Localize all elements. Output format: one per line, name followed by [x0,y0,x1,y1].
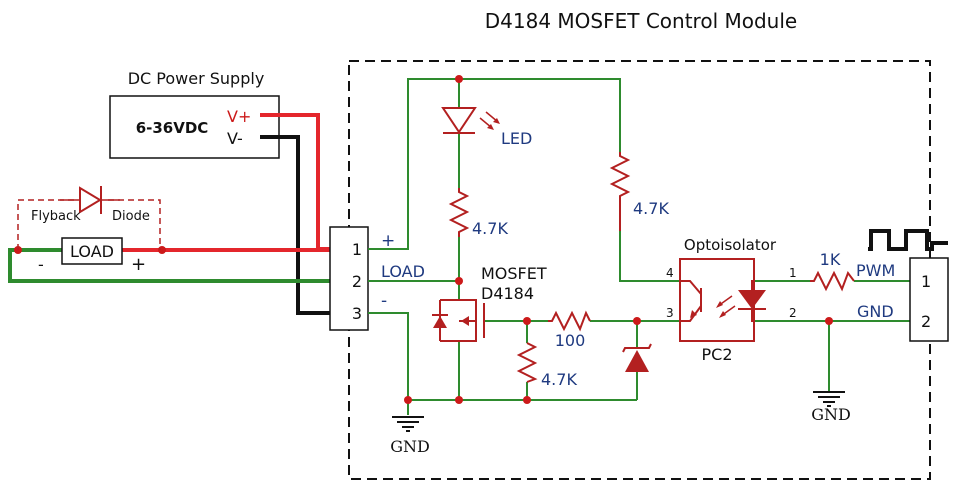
left-terminal-pin-1: 1 [352,240,362,259]
resistor-input-value: 1K [820,250,841,269]
diagram-title: D4184 MOSFET Control Module [485,9,797,33]
node [404,396,412,404]
load-box [61,237,123,265]
right-terminal-block [909,257,949,342]
power-supply-neg-label: V- [227,129,243,148]
diode-label: Diode [112,209,150,224]
node [825,317,833,325]
pwm-label: PWM [856,261,895,280]
node [523,317,531,325]
node [455,75,463,83]
load-minus: - [38,255,44,274]
left-terminal-pin-2: 2 [352,272,362,291]
right-terminal-pin-2: 2 [921,312,931,331]
ground-left-icon [392,416,424,432]
load-plus: + [131,254,146,275]
left-terminal-pin-3: 3 [352,304,362,323]
internal-wiring [368,78,910,415]
optoisolator-box [679,258,755,342]
node [158,246,166,254]
resistor-led-value: 4.7K [472,219,508,238]
resistor-input-icon [810,270,855,292]
load-label: LOAD [70,242,114,261]
zener-diode-icon [622,343,652,372]
pwm-waveform-icon [868,229,948,251]
resistor-opto-value: 4.7K [633,199,669,218]
mosfet-arrow-icon [461,316,469,326]
resistor-gate-icon [548,310,591,332]
led-label: LED [501,129,532,148]
phototransistor-arrow-icon [690,310,697,318]
opto-pin-2: 2 [789,306,797,320]
phototransistor-icon [680,280,702,322]
power-supply-voltage: 6-36VDC [136,119,209,137]
optoisolator-title: Optoisolator [684,236,777,254]
resistor-pulldown-value: 4.7K [541,370,577,389]
pin-label-load: LOAD [381,262,425,281]
pin-label-minus: - [381,291,387,311]
opto-led-icon [716,280,766,322]
opto-pin-1: 1 [789,266,797,280]
wire-green-load [8,248,345,283]
power-supply-title: DC Power Supply [128,69,265,88]
gnd-input-label: GND [857,302,894,321]
resistor-opto-icon [609,152,631,231]
wire-black-negative [260,135,345,315]
led-icon [441,107,500,134]
resistor-led-icon [448,188,470,237]
node [633,317,641,325]
left-terminal-block [329,226,369,331]
opto-pin-4: 4 [666,266,674,280]
flyback-label: Flyback [31,209,81,224]
mosfet-part: D4184 [481,284,534,303]
ground-left-label: GND [390,437,430,456]
resistor-gate-value: 100 [555,331,586,350]
ground-right-label: GND [811,405,851,424]
node [523,396,531,404]
opto-pin-3: 3 [666,306,674,320]
optoisolator-part: PC2 [702,345,733,364]
pin-label-plus: + [381,231,395,251]
power-supply-box [109,95,280,159]
mosfet-label: MOSFET [481,264,547,283]
resistor-pulldown-icon [516,342,538,383]
node [455,396,463,404]
mosfet-body-diode-icon [433,316,447,328]
power-supply-pos-label: V+ [227,107,251,126]
right-terminal-pin-1: 1 [921,272,931,291]
mosfet-icon [439,299,485,342]
ground-right-icon [813,391,845,407]
node [455,277,463,285]
junction-nodes [404,75,833,404]
